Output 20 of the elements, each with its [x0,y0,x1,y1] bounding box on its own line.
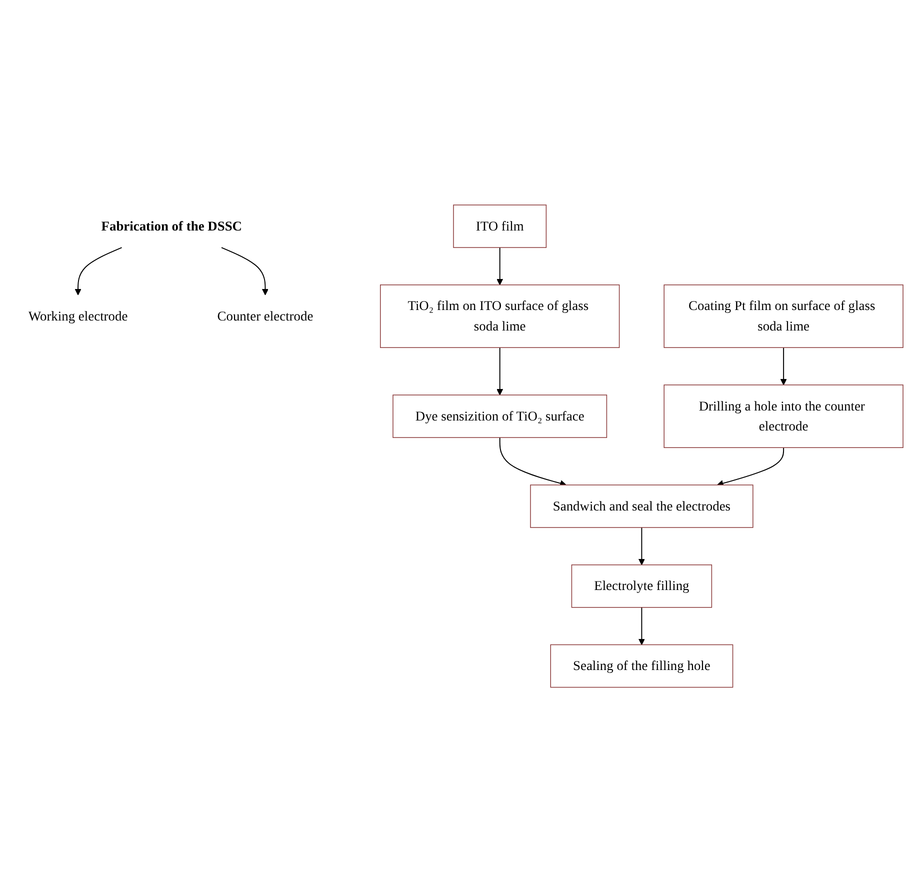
arrow [638,527,645,566]
node-box: ITO film [453,204,547,248]
node-box: Coating Pt film on surface of glass soda lime [664,284,904,348]
arrow [496,247,504,286]
node-box: Sealing of the filling hole [550,644,734,688]
arrow [496,347,504,396]
node-text: Counter electrode [217,308,314,324]
arrow [780,347,787,386]
arrow [638,607,645,646]
arrow [74,247,122,296]
node-box: Drilling a hole into the counter electrode [664,384,904,448]
node-box: Sandwich and seal the electrodes [530,484,754,528]
node-text: Fabrication of the DSSC [101,218,242,234]
node-box: Electrolyte filling [571,564,712,608]
node-box: TiO₂ film on ITO surface of glass soda lime [380,284,620,348]
node-text: Working electrode [28,308,128,324]
arrow [716,448,784,487]
arrow [221,247,269,296]
node-box: Dye sensizition of TiO₂ surface [392,394,608,438]
arrow [499,437,566,487]
